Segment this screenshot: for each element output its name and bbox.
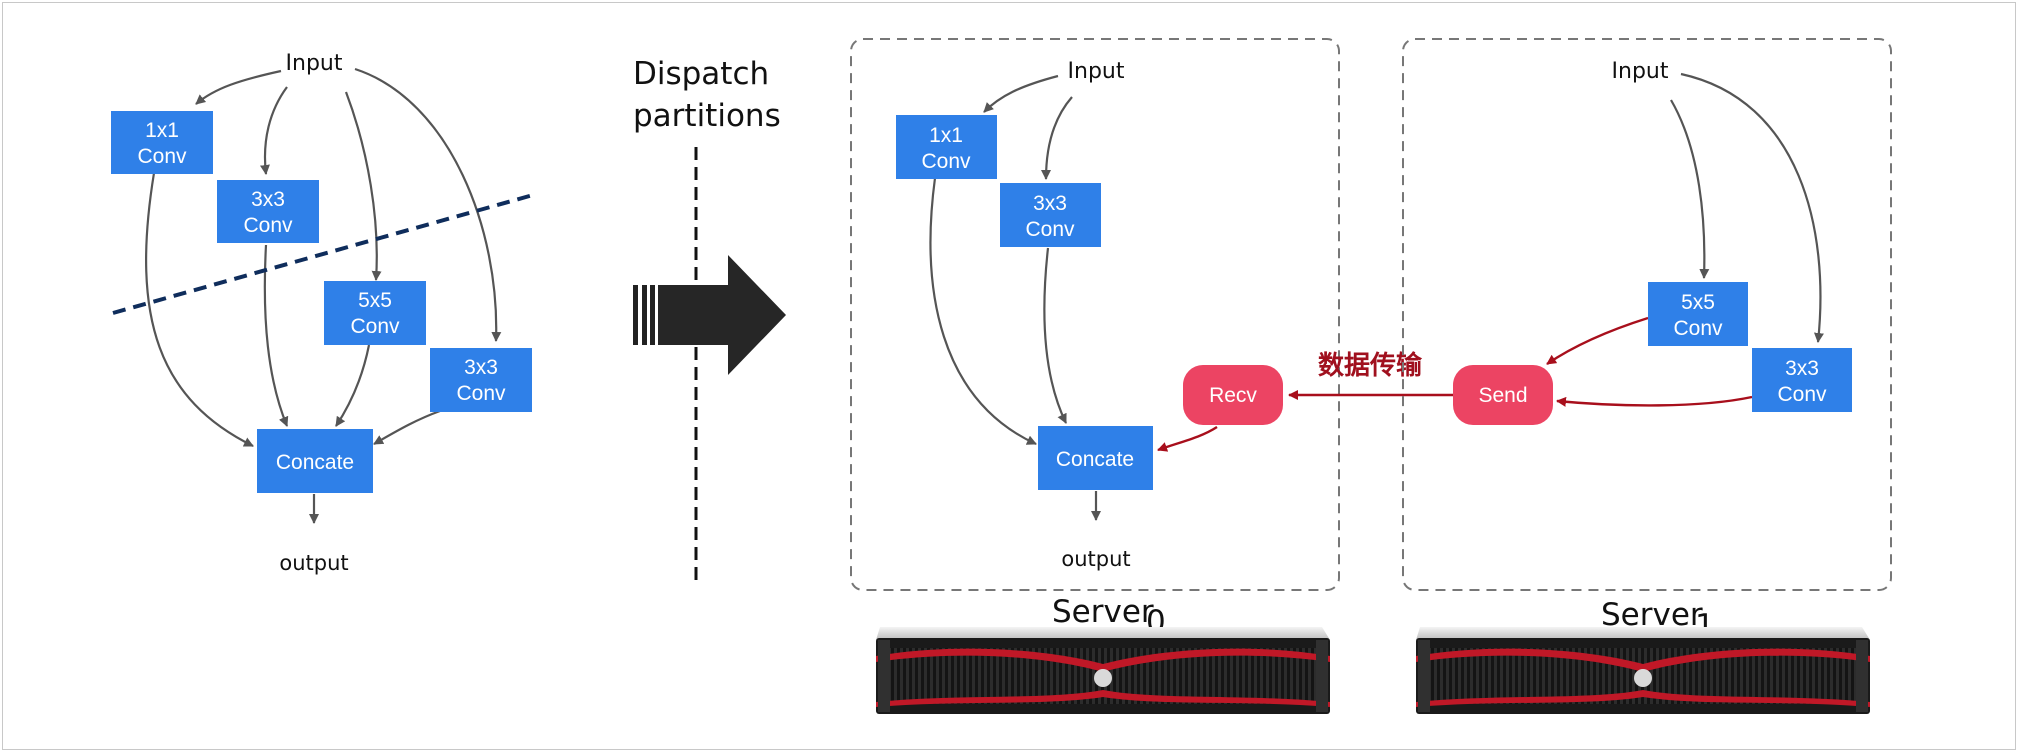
- vendor-logo-icon: [1094, 669, 1112, 687]
- edge-input-3x3b: [354, 67, 502, 342]
- dispatch-arrow-icon: [633, 255, 786, 375]
- s0-edge-input-1x1: [983, 74, 1059, 113]
- svg-text:Conv: Conv: [1025, 218, 1075, 241]
- partition-cut-line: [112, 193, 534, 315]
- left-input-label: Input: [286, 51, 343, 76]
- edge-input-1x1: [195, 69, 282, 105]
- server0-partition: Input output 1x1 Conv 3x3 Conv Concate R…: [850, 38, 1340, 591]
- server0-name: Server: [1052, 594, 1154, 630]
- svg-text:5x5: 5x5: [358, 289, 392, 312]
- svg-text:Conv: Conv: [350, 315, 400, 338]
- s1-edge-input-5x5: [1670, 99, 1710, 279]
- s1-edge-input-3x3: [1680, 72, 1824, 343]
- svg-text:Send: Send: [1478, 384, 1527, 407]
- s0-edge-recv-concat: [1157, 425, 1218, 452]
- edge-input-5x5: [344, 91, 382, 281]
- s0-node-1x1-conv: 1x1 Conv: [896, 115, 997, 179]
- s1-edge-5x5-send: [1546, 316, 1649, 365]
- s0-edge-3x3-concat: [1043, 247, 1067, 424]
- s0-edge-input-3x3: [1041, 96, 1073, 180]
- svg-text:1x1: 1x1: [929, 124, 963, 147]
- edge-3x3b-concat: [373, 409, 441, 445]
- svg-text:Concate: Concate: [276, 451, 354, 474]
- server1-boundary: [1402, 38, 1892, 591]
- svg-text:Concate: Concate: [1056, 448, 1134, 471]
- svg-text:Conv: Conv: [243, 214, 293, 237]
- svg-text:3x3: 3x3: [1785, 357, 1819, 380]
- edge-5x5-concat: [335, 344, 371, 427]
- s0-node-recv: Recv: [1183, 365, 1283, 425]
- s1-node-send: Send: [1453, 365, 1553, 425]
- edge-3x3a-concat: [263, 244, 289, 427]
- left-node-3x3-conv-b: 3x3 Conv: [430, 348, 532, 412]
- svg-text:3x3: 3x3: [251, 188, 285, 211]
- server1-edges: [1670, 72, 1824, 343]
- dispatch-label-line1: Dispatch: [633, 56, 769, 92]
- dispatch-label-line2: partitions: [633, 98, 781, 134]
- left-output-label: output: [279, 551, 348, 575]
- svg-text:Conv: Conv: [921, 150, 971, 173]
- s1-node-3x3-conv: 3x3 Conv: [1752, 348, 1852, 412]
- svg-text:1x1: 1x1: [145, 119, 179, 142]
- s1-edge-3x3-send: [1556, 395, 1753, 407]
- s1-red-edges: [1546, 316, 1753, 407]
- server1-hardware-image: [1416, 627, 1870, 714]
- server0-boundary: [850, 38, 1340, 591]
- s0-output-label: output: [1061, 547, 1130, 571]
- edge-input-3x3a: [259, 86, 288, 175]
- left-node-1x1-conv: 1x1 Conv: [111, 111, 213, 174]
- svg-text:3x3: 3x3: [1033, 192, 1067, 215]
- s1-input-label: Input: [1612, 59, 1669, 84]
- svg-text:Recv: Recv: [1209, 384, 1257, 407]
- left-node-5x5-conv: 5x5 Conv: [324, 281, 426, 345]
- svg-text:Conv: Conv: [456, 382, 506, 405]
- transfer-label: 数据传输: [1318, 350, 1423, 381]
- left-node-concat: Concate: [257, 429, 373, 493]
- s1-node-5x5-conv: 5x5 Conv: [1648, 282, 1748, 346]
- svg-text:Conv: Conv: [1673, 317, 1723, 340]
- transfer-link: 数据传输: [1288, 350, 1453, 400]
- server1-partition: Input 5x5 Conv 3x3 Conv Send: [1402, 38, 1892, 591]
- s0-node-concat: Concate: [1038, 426, 1153, 490]
- edge-1x1-concat: [145, 172, 254, 447]
- s0-node-3x3-conv: 3x3 Conv: [1000, 183, 1101, 247]
- s0-input-label: Input: [1068, 59, 1125, 84]
- svg-text:Conv: Conv: [137, 145, 187, 168]
- s0-edge-1x1-concat: [929, 177, 1037, 445]
- left-node-3x3-conv-a: 3x3 Conv: [217, 180, 319, 243]
- svg-text:3x3: 3x3: [464, 356, 498, 379]
- dispatch-section: Dispatch partitions: [633, 56, 786, 582]
- svg-text:5x5: 5x5: [1681, 291, 1715, 314]
- server0-edges: [929, 74, 1101, 521]
- left-graph: Input output 1x1 Conv 3x3 Conv 5x5 Conv …: [111, 51, 534, 575]
- vendor-logo-icon: [1634, 669, 1652, 687]
- server0-hardware-image: [876, 627, 1330, 714]
- svg-text:Conv: Conv: [1777, 383, 1827, 406]
